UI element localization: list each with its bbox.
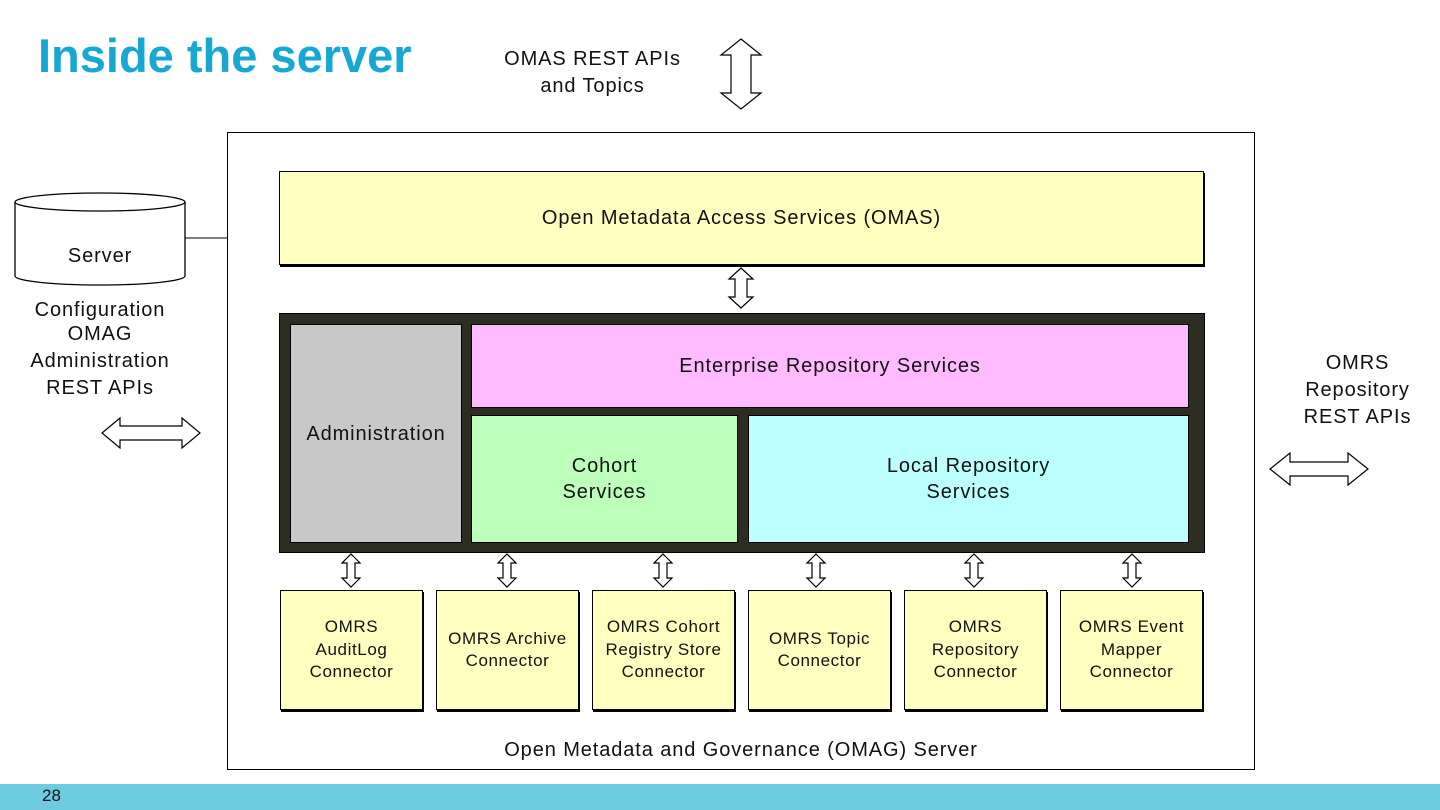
auditlog-connector-box: OMRS AuditLog Connector: [280, 590, 423, 710]
omas-api-arrow-icon: [719, 38, 763, 110]
connector-arrow-icon: [805, 553, 827, 588]
omas-core-arrow-icon: [727, 267, 755, 309]
server-configuration-icon: [14, 192, 186, 286]
archive-connector-box: OMRS Archive Connector: [436, 590, 579, 710]
connector-arrow-icon: [1121, 553, 1143, 588]
topic-connector-box: OMRS Topic Connector: [748, 590, 891, 710]
server-configuration-label: Server Configuration: [15, 216, 185, 324]
repo-api-arrow-icon: [1269, 451, 1369, 487]
connector-arrow-icon: [496, 553, 518, 588]
cohort-services-box: Cohort Services: [471, 415, 738, 543]
repo-apis-label: OMRS Repository REST APIs: [1303, 352, 1412, 428]
event-mapper-connector-box: OMRS Event Mapper Connector: [1060, 590, 1203, 710]
enterprise-repository-services-box: Enterprise Repository Services: [471, 324, 1189, 408]
omag-server-label: Open Metadata and Governance (OMAG) Serv…: [504, 739, 978, 761]
server-config-line2: Configuration: [34, 299, 166, 321]
connector-arrow-icon: [340, 553, 362, 588]
omag-server-box: [227, 132, 1255, 770]
admin-apis-label: OMAG Administration REST APIs: [30, 323, 170, 399]
local-repository-services-box: Local Repository Services: [748, 415, 1189, 543]
server-config-line1: Server: [67, 245, 133, 267]
footer-bar: [0, 784, 1440, 810]
connector-arrows: [340, 553, 1143, 588]
page-title: Inside the server: [38, 29, 412, 82]
connector-arrow-icon: [963, 553, 985, 588]
connector-arrow-icon: [652, 553, 674, 588]
repository-connector-box: OMRS Repository Connector: [904, 590, 1047, 710]
omas-box: Open Metadata Access Services (OMAS): [279, 171, 1204, 265]
admin-api-arrow-icon: [101, 416, 201, 450]
administration-box: Administration: [290, 324, 462, 543]
cohort-registry-store-connector-box: OMRS Cohort Registry Store Connector: [592, 590, 735, 710]
omas-apis-label: OMAS REST APIs and Topics: [504, 48, 681, 97]
page-number: 28: [42, 786, 61, 805]
